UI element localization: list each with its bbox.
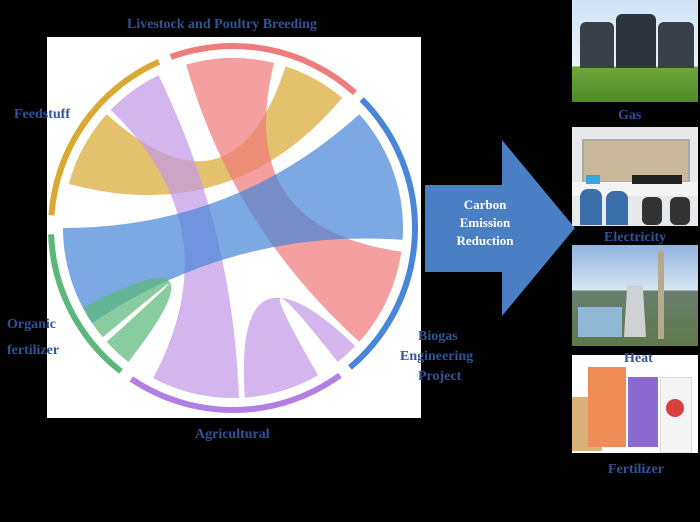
label-electricity: Electricity <box>604 230 667 245</box>
carbon-reduction-arrow <box>425 140 575 316</box>
arrow-label-1: Carbon <box>463 197 507 212</box>
label-fertilizer: Fertilizer <box>608 462 664 477</box>
label-gas: Gas <box>618 108 642 123</box>
arc-organic <box>48 234 123 374</box>
fertilizer-photo <box>572 355 698 453</box>
arrow-label-3: Reduction <box>456 233 514 248</box>
label-livestock: Livestock and Poultry Breeding <box>127 17 317 32</box>
arc-feedstuff <box>48 58 161 216</box>
label-agricultural: Agricultural <box>195 427 270 442</box>
ribbon-organic-to-organic <box>82 278 172 362</box>
ribbon-feedstuff-to-livestock <box>68 66 343 196</box>
arc-biogas <box>348 97 418 370</box>
heat-photo <box>572 245 698 346</box>
label-biogas-1: Biogas <box>418 329 458 344</box>
label-heat: Heat <box>624 351 653 366</box>
chord-diagram <box>48 43 418 413</box>
label-biogas-2: Engineering <box>400 349 474 364</box>
label-organic-1: Organic <box>7 317 56 332</box>
arrow-label: Carbon Emission Reduction <box>440 196 530 250</box>
label-biogas-3: Project <box>418 369 462 384</box>
ribbon-feedstuff-to-agricultural <box>110 75 239 398</box>
ribbon-agricultural-to-biogas <box>243 297 356 398</box>
label-organic-2: fertilizer <box>7 343 60 358</box>
ribbon-livestock-to-biogas <box>186 58 402 342</box>
electricity-photo <box>572 127 698 226</box>
chord-diagram-panel <box>47 37 421 418</box>
arrow-label-2: Emission <box>459 215 511 230</box>
gas-photo <box>572 0 698 102</box>
arc-agricultural <box>129 372 342 413</box>
ribbon-biogas-to-organic <box>63 114 403 324</box>
arc-livestock <box>169 43 357 95</box>
label-feedstuff: Feedstuff <box>14 107 70 122</box>
